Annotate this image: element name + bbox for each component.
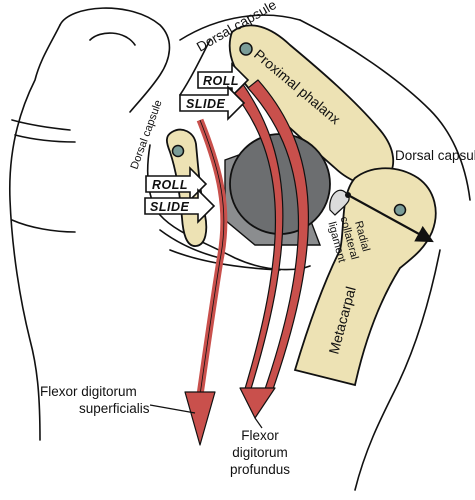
label-dorsal-capsule-right-top: Dorsal capsule bbox=[395, 148, 475, 163]
roll-label-lower: ROLL bbox=[152, 178, 188, 192]
label-fdp: Flexor digitorum profundus bbox=[230, 417, 290, 477]
flexor-tendons bbox=[184, 79, 309, 446]
svg-text:Flexor: Flexor bbox=[241, 428, 279, 443]
metacarpal-bone bbox=[293, 167, 437, 387]
svg-text:Flexor digitorum: Flexor digitorum bbox=[40, 384, 137, 399]
slide-arrow-upper: SLIDE bbox=[179, 85, 246, 121]
roll-label-upper: ROLL bbox=[203, 74, 239, 88]
fds-tendon-left-edge bbox=[199, 119, 225, 396]
roll-arrow-lower: ROLL bbox=[145, 166, 208, 202]
slide-arrow-lower: SLIDE bbox=[144, 188, 216, 224]
pin-upper bbox=[239, 42, 253, 56]
slide-label-upper: SLIDE bbox=[186, 97, 225, 111]
pin-left bbox=[171, 144, 185, 158]
radial-collateral-ligament bbox=[329, 189, 434, 243]
label-dorsal-capsule-left: Dorsal capsule bbox=[129, 99, 165, 171]
slide-label-lower: SLIDE bbox=[150, 200, 189, 214]
roll-arrow-upper: ROLL bbox=[197, 62, 250, 98]
fdp-arrowhead bbox=[239, 387, 276, 419]
svg-text:profundus: profundus bbox=[230, 462, 290, 477]
pin-metacarpal bbox=[393, 203, 407, 217]
fds-arrowhead bbox=[184, 391, 216, 446]
label-fds: Flexor digitorum superficialis bbox=[40, 384, 196, 416]
svg-text:superficialis: superficialis bbox=[79, 401, 150, 416]
svg-text:digitorum: digitorum bbox=[232, 445, 288, 460]
